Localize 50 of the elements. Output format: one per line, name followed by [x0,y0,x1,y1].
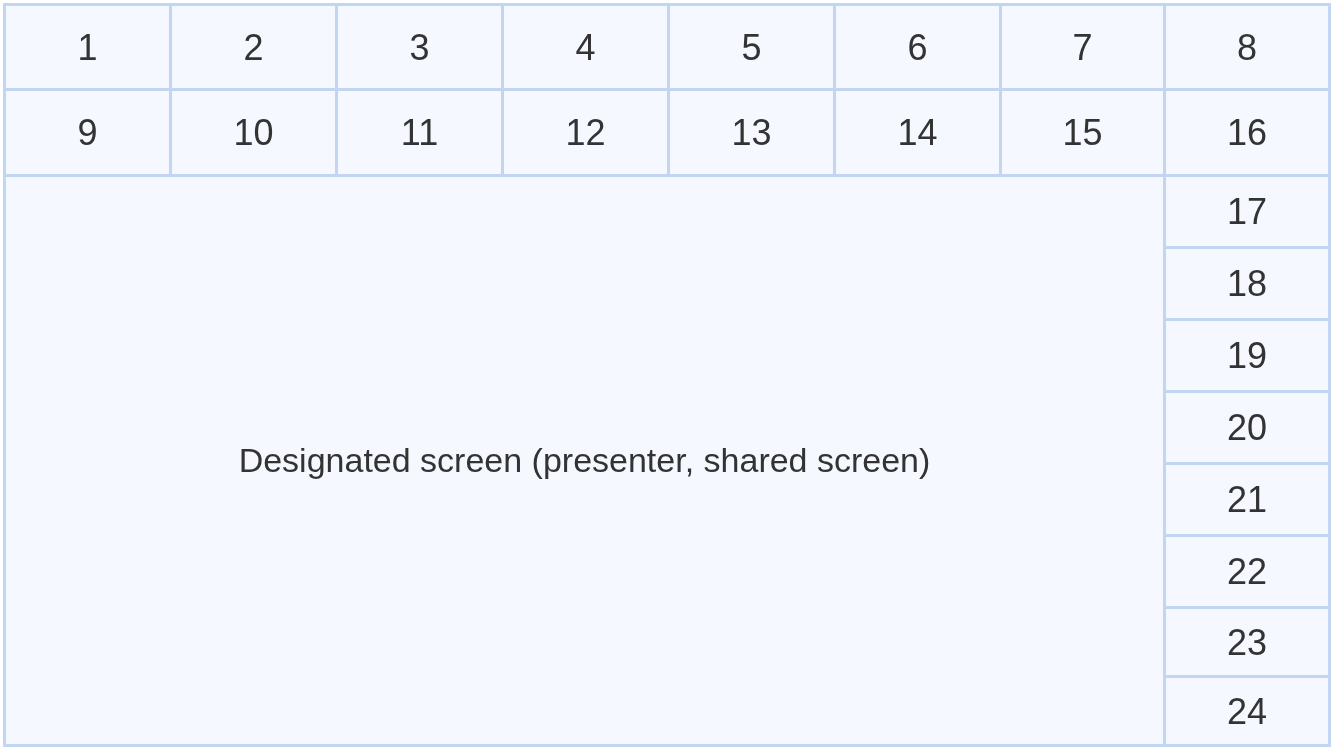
seat-tile [667,88,836,177]
seat-number: 20 [1226,406,1267,450]
seat-number: 4 [575,25,596,70]
seat-number: 19 [1226,334,1267,378]
seat-number: 8 [1237,25,1257,70]
seat-number: 23 [1226,620,1267,665]
seat-number: 2 [243,25,264,70]
seat-number: 18 [1226,262,1267,306]
seat-tile [1163,174,1331,249]
seat-number: 11 [400,111,439,155]
seat-tile [169,88,338,177]
seat-number: 16 [1226,111,1267,155]
seat-tile [999,88,1166,177]
screen-area [3,174,1166,747]
seat-number: 13 [731,111,772,155]
seat-tile [1163,606,1331,678]
seat-number: 5 [741,25,762,70]
seat-tile [1163,246,1331,321]
seat-number: 14 [897,111,938,155]
seat-number: 15 [1062,111,1103,155]
seat-tile [1163,675,1331,747]
screen-label: Designated screen (presenter, shared screen) [238,440,931,482]
seat-tile [833,3,1002,91]
seat-number: 9 [77,111,98,155]
seat-number: 7 [1072,25,1093,70]
seat-number: 10 [233,111,274,155]
seat-number: 22 [1226,550,1267,594]
seat-tile [1163,3,1331,91]
seat-tile [1163,318,1331,393]
seat-tile [1163,534,1331,609]
seat-tile [3,88,172,177]
seat-number: 1 [77,25,98,70]
seat-number: 17 [1226,190,1267,234]
seat-tile [999,3,1166,91]
seat-tile [501,88,670,177]
seat-number: 24 [1226,689,1267,734]
seat-tile [335,3,504,91]
seat-tile [169,3,338,91]
seat-number: 21 [1226,478,1267,522]
seat-number: 6 [907,25,928,70]
seat-tile [501,3,670,91]
seat-tile [667,3,836,91]
seat-tile [3,3,172,91]
seat-tile [1163,390,1331,465]
seat-tile [1163,462,1331,537]
seat-tile [833,88,1002,177]
seat-tile [335,88,504,177]
seat-tile [1163,88,1331,177]
seat-number: 3 [409,25,430,70]
seat-number: 12 [565,111,606,155]
